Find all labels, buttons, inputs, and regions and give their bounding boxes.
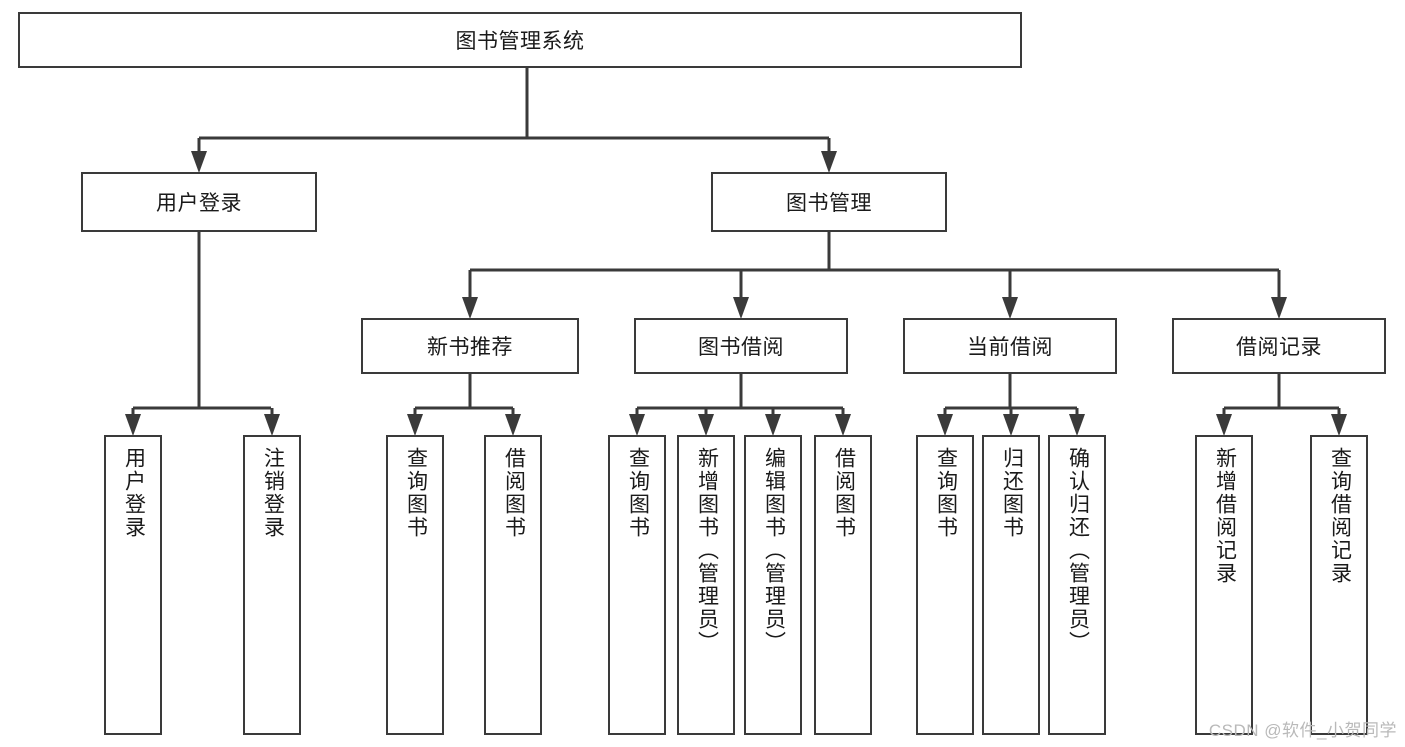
node-leaf-add-book[interactable]: 新增图书（管理员） — [677, 435, 735, 735]
node-leaf-edit-book[interactable]: 编辑图书（管理员） — [744, 435, 802, 735]
node-leaf-confirm-return[interactable]: 确认归还（管理员） — [1048, 435, 1106, 735]
arrowhead-icon — [821, 151, 837, 173]
arrowhead-icon — [1216, 414, 1232, 436]
arrowhead-icon — [733, 297, 749, 319]
node-leaf-return-book[interactable]: 归还图书 — [982, 435, 1040, 735]
node-label: 查询借阅记录 — [1328, 447, 1352, 585]
node-leaf-user-login[interactable]: 用户登录 — [104, 435, 162, 735]
node-label: 用户登录 — [156, 192, 242, 215]
arrowhead-icon — [462, 297, 478, 319]
arrowhead-icon — [1069, 414, 1085, 436]
arrowhead-icon — [1271, 297, 1287, 319]
node-user-login[interactable]: 用户登录 — [81, 172, 317, 232]
node-borrow-records[interactable]: 借阅记录 — [1172, 318, 1386, 374]
arrowhead-icon — [125, 414, 141, 436]
node-new-book-recommend[interactable]: 新书推荐 — [361, 318, 579, 374]
node-label: 归还图书 — [1000, 447, 1024, 539]
node-label: 图书管理 — [786, 192, 872, 215]
node-leaf-query-book-2[interactable]: 查询图书 — [608, 435, 666, 735]
node-current-borrow[interactable]: 当前借阅 — [903, 318, 1117, 374]
node-label: 新增图书（管理员） — [695, 447, 719, 654]
node-label: 图书借阅 — [698, 336, 784, 359]
node-book-manage[interactable]: 图书管理 — [711, 172, 947, 232]
arrowhead-icon — [505, 414, 521, 436]
arrowhead-icon — [937, 414, 953, 436]
node-label: 图书管理系统 — [455, 30, 585, 53]
arrowhead-icon — [698, 414, 714, 436]
arrowhead-icon — [835, 414, 851, 436]
node-leaf-logout[interactable]: 注销登录 — [243, 435, 301, 735]
arrowhead-icon — [629, 414, 645, 436]
arrowhead-icon — [191, 151, 207, 173]
node-label: 确认归还（管理员） — [1066, 447, 1090, 654]
arrowhead-icon — [407, 414, 423, 436]
node-label: 用户登录 — [122, 447, 146, 539]
watermark-text: CSDN @软件_小贺同学 — [1208, 721, 1397, 740]
arrowhead-icon — [765, 414, 781, 436]
arrowhead-icon — [1331, 414, 1347, 436]
node-label: 注销登录 — [261, 447, 285, 539]
arrowhead-icon — [264, 414, 280, 436]
node-label: 查询图书 — [404, 447, 428, 539]
node-label: 查询图书 — [934, 447, 958, 539]
node-label: 编辑图书（管理员） — [762, 447, 786, 654]
node-label: 当前借阅 — [967, 336, 1053, 359]
node-leaf-query-book-1[interactable]: 查询图书 — [386, 435, 444, 735]
node-label: 新书推荐 — [427, 336, 513, 359]
node-book-borrow[interactable]: 图书借阅 — [634, 318, 848, 374]
node-label: 查询图书 — [626, 447, 650, 539]
node-leaf-query-book-3[interactable]: 查询图书 — [916, 435, 974, 735]
node-leaf-borrow-book-1[interactable]: 借阅图书 — [484, 435, 542, 735]
node-leaf-query-record[interactable]: 查询借阅记录 — [1310, 435, 1368, 735]
node-root[interactable]: 图书管理系统 — [18, 12, 1022, 68]
node-label: 借阅图书 — [832, 447, 856, 539]
node-label: 新增借阅记录 — [1213, 447, 1237, 585]
node-label: 借阅记录 — [1236, 336, 1322, 359]
arrowhead-icon — [1003, 414, 1019, 436]
node-leaf-borrow-book-2[interactable]: 借阅图书 — [814, 435, 872, 735]
node-label: 借阅图书 — [502, 447, 526, 539]
node-leaf-add-record[interactable]: 新增借阅记录 — [1195, 435, 1253, 735]
arrowhead-icon — [1002, 297, 1018, 319]
